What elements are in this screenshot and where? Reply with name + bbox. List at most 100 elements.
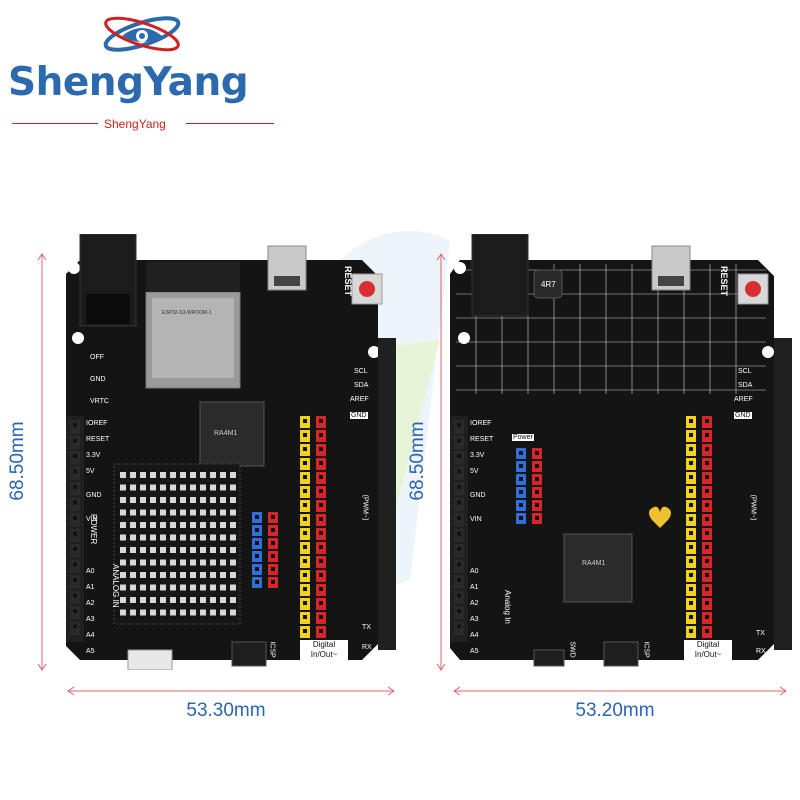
- led-matrix-dot: [170, 497, 176, 503]
- led-matrix-dot: [190, 534, 196, 541]
- header-pin-hole: [303, 447, 307, 451]
- header-pin-hole: [519, 516, 523, 520]
- right-gnd-top-label: GND: [734, 412, 752, 419]
- left-digital-text: Digital: [312, 640, 336, 649]
- header-pin-hole: [457, 469, 461, 474]
- right-chip-label: RA4M1: [582, 560, 606, 567]
- led-matrix-dot: [210, 497, 216, 503]
- right-a3-label: A3: [470, 616, 479, 623]
- led-matrix-dot: [170, 472, 176, 478]
- header-pin-hole: [689, 545, 693, 549]
- left-a5-label: A5: [86, 648, 95, 655]
- led-matrix-dot: [190, 522, 196, 528]
- led-matrix-dot: [130, 584, 136, 591]
- header-pin-hole: [705, 545, 709, 549]
- led-matrix-dot: [170, 572, 176, 578]
- right-tx-label: TX: [756, 630, 765, 637]
- right-pwm-label: (PWM~): [749, 494, 757, 521]
- right-sda-label: SDA: [738, 382, 753, 389]
- left-gnd-top-label: GND: [350, 412, 368, 419]
- left-module-label: ESP32-S3-WROOM-1: [162, 310, 212, 316]
- led-matrix-dot: [180, 559, 186, 566]
- led-matrix-dot: [130, 509, 136, 516]
- led-matrix-dot: [160, 484, 166, 491]
- led-matrix-dot: [130, 484, 136, 491]
- led-matrix-dot: [230, 472, 236, 478]
- header-pin-hole: [319, 545, 323, 549]
- header-pin-hole: [303, 601, 307, 605]
- header-pin-hole: [303, 573, 307, 577]
- right-a2-label: A2: [470, 600, 479, 607]
- led-matrix-dot: [170, 559, 176, 566]
- led-matrix-dot: [180, 497, 186, 503]
- left-a3-label: A3: [86, 616, 95, 623]
- left-5v-label: 5V: [86, 468, 95, 475]
- right-inductor-label: 4R7: [541, 280, 556, 289]
- header-pin-hole: [271, 528, 275, 532]
- led-matrix-dot: [180, 597, 186, 603]
- right-width-label: 53.20mm: [575, 700, 655, 721]
- led-matrix-dot: [120, 509, 126, 516]
- right-a1-label: A1: [470, 584, 479, 591]
- header-pin-hole: [519, 464, 523, 468]
- left-height-arrow: [37, 253, 47, 671]
- left-a0-label: A0: [86, 568, 95, 575]
- left-board-pcb: [66, 234, 396, 670]
- led-matrix-dot: [140, 522, 146, 528]
- led-matrix-dot: [130, 534, 136, 541]
- header-pin-hole: [705, 489, 709, 493]
- right-height-arrow: [436, 253, 446, 671]
- left-digital-label: Digital In/Out~: [300, 640, 348, 660]
- led-matrix-dot: [140, 472, 146, 478]
- right-scl-label: SCL: [738, 368, 752, 375]
- led-matrix-dot: [220, 597, 226, 603]
- led-matrix-dot: [120, 472, 126, 478]
- header-pin-hole: [303, 433, 307, 437]
- led-matrix-dot: [160, 534, 166, 541]
- header-pin-hole: [73, 469, 77, 474]
- led-matrix-dot: [120, 522, 126, 528]
- led-matrix-dot: [210, 522, 216, 528]
- header-pin-hole: [319, 587, 323, 591]
- led-matrix-dot: [150, 522, 156, 528]
- header-pin-hole: [689, 559, 693, 563]
- header-pin-hole: [689, 475, 693, 479]
- led-matrix-dot: [190, 559, 196, 566]
- led-matrix-dot: [190, 472, 196, 478]
- led-matrix-dot: [220, 572, 226, 578]
- header-pin-hole: [457, 500, 461, 505]
- header-pin-hole: [303, 629, 307, 633]
- led-matrix-dot: [200, 609, 206, 616]
- header-pin-hole: [303, 503, 307, 507]
- led-matrix-dot: [200, 534, 206, 541]
- right-aref-label: AREF: [734, 396, 753, 403]
- led-matrix-dot: [230, 484, 236, 491]
- header-pin-hole: [303, 531, 307, 535]
- left-ioref-label: IOREF: [86, 420, 108, 427]
- header-pin-hole: [73, 578, 77, 582]
- header-pin-hole: [319, 629, 323, 633]
- led-matrix-dot: [180, 509, 186, 516]
- led-matrix-dot: [210, 484, 216, 491]
- led-matrix-dot: [150, 497, 156, 503]
- header-pin-hole: [519, 451, 523, 455]
- led-matrix-dot: [180, 484, 186, 491]
- led-matrix-dot: [140, 484, 146, 491]
- header-pin-hole: [73, 485, 77, 489]
- led-matrix-dot: [150, 472, 156, 478]
- left-icsp-label: ICSP: [268, 641, 276, 658]
- right-inout-text: In/Out~: [694, 650, 722, 659]
- header-pin-hole: [73, 609, 77, 613]
- left-analog-in-label: ANALOG IN: [111, 564, 120, 608]
- right-height-label: 68.50mm: [407, 421, 428, 501]
- left-3v3-label: 3.3V: [86, 452, 101, 459]
- brand-divider-right: [186, 123, 274, 124]
- header-pin-hole: [705, 601, 709, 605]
- led-matrix-dot: [230, 497, 236, 503]
- header-pin-hole: [457, 516, 461, 520]
- right-a4-label: A4: [470, 632, 479, 639]
- header-pin-hole: [705, 433, 709, 437]
- led-matrix-dot: [210, 597, 216, 603]
- right-analog-pins: A0 A1 A2 A3 A4 A5: [470, 564, 479, 660]
- header-pin-hole: [457, 423, 461, 427]
